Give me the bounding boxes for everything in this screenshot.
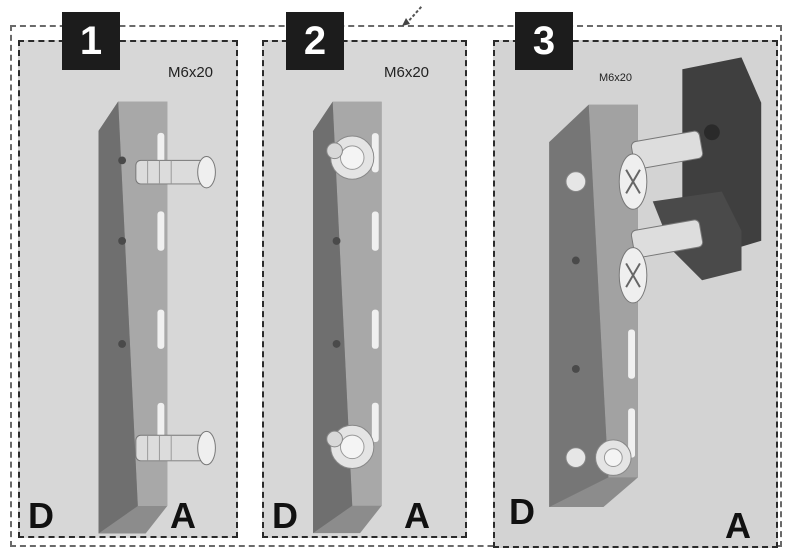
bracket-illustration — [495, 42, 776, 546]
step-panel-2: 2 M6x20 D A — [262, 40, 467, 538]
screw-bottom — [136, 431, 216, 464]
screw-size-label: M6x20 — [384, 64, 429, 81]
corner-letter-left: D — [28, 498, 54, 534]
corner-letter-left: D — [272, 498, 298, 534]
step-number-badge: 1 — [62, 12, 120, 70]
corner-letter-right: A — [725, 508, 751, 544]
step-panel-1: 1 M6x20 D A — [18, 40, 238, 538]
step-number-badge: 3 — [515, 12, 573, 70]
screw-size-label: M6x20 — [168, 64, 213, 81]
step-number-badge: 2 — [286, 12, 344, 70]
pointer-arrow-icon — [400, 0, 430, 30]
corner-letter-left: D — [509, 494, 535, 530]
corner-letter-right: A — [170, 498, 196, 534]
step-panel-3: 3 M6x20 D A — [493, 40, 778, 548]
screw-top — [136, 156, 216, 187]
nut-bottom — [596, 440, 631, 475]
corner-letter-right: A — [404, 498, 430, 534]
screw-size-label: M6x20 — [599, 72, 632, 84]
bracket-illustration — [264, 42, 465, 536]
bracket-illustration — [20, 42, 236, 536]
